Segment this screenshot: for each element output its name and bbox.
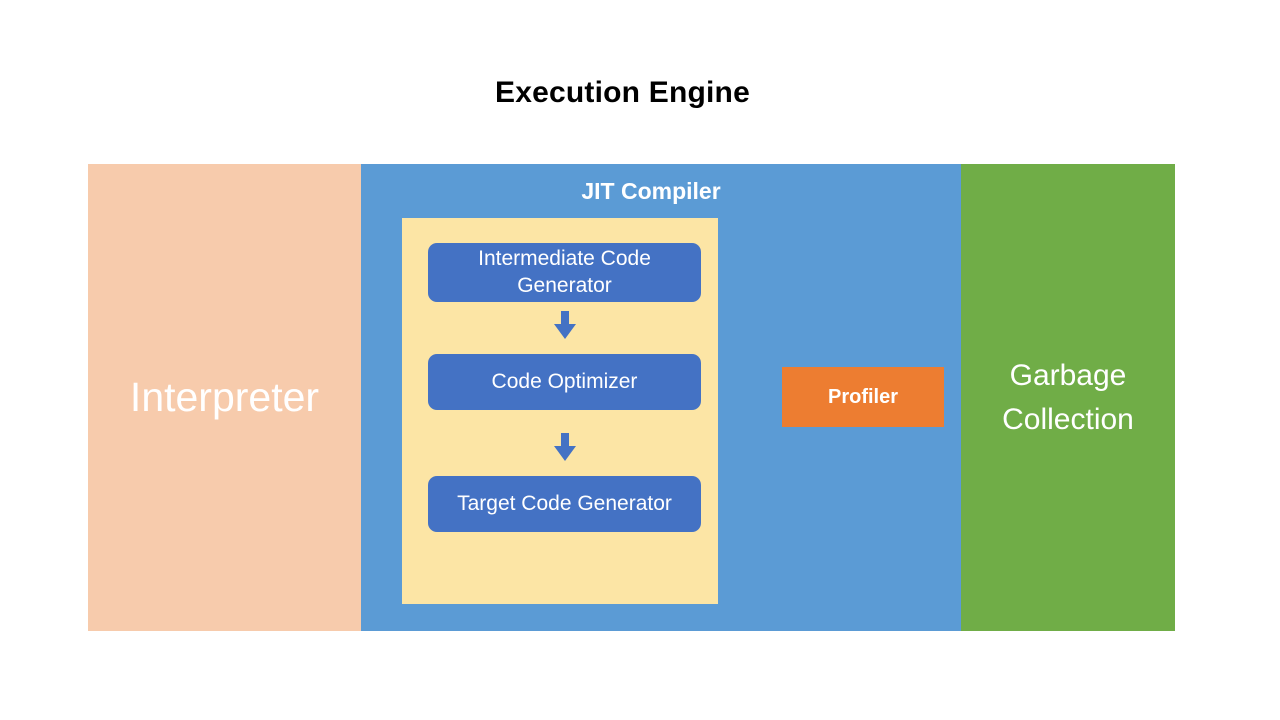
arrow-down-icon xyxy=(550,433,580,463)
garbage-collection-label: Garbage Collection xyxy=(1002,354,1134,441)
arrow-down-icon xyxy=(550,311,580,341)
jit-pipeline-panel: Intermediate Code Generator Code Optimiz… xyxy=(402,218,718,604)
garbage-collection-panel: Garbage Collection xyxy=(961,164,1175,631)
page-title: Execution Engine xyxy=(495,76,750,109)
stage-code-optimizer: Code Optimizer xyxy=(428,354,701,410)
stage-target-code-generator: Target Code Generator xyxy=(428,476,701,532)
interpreter-panel: Interpreter xyxy=(88,164,361,631)
profiler-box: Profiler xyxy=(782,367,944,427)
execution-engine-diagram: Interpreter JIT Compiler Intermediate Co… xyxy=(88,164,1175,631)
gc-label-line-1: Garbage xyxy=(1009,359,1127,392)
jit-compiler-title: JIT Compiler xyxy=(581,178,721,204)
interpreter-label: Interpreter xyxy=(129,373,320,420)
stage-intermediate-code-generator: Intermediate Code Generator xyxy=(428,243,701,302)
jit-compiler-panel: JIT Compiler Intermediate Code Generator… xyxy=(361,164,961,631)
gc-label-line-2: Collection xyxy=(1002,402,1134,436)
